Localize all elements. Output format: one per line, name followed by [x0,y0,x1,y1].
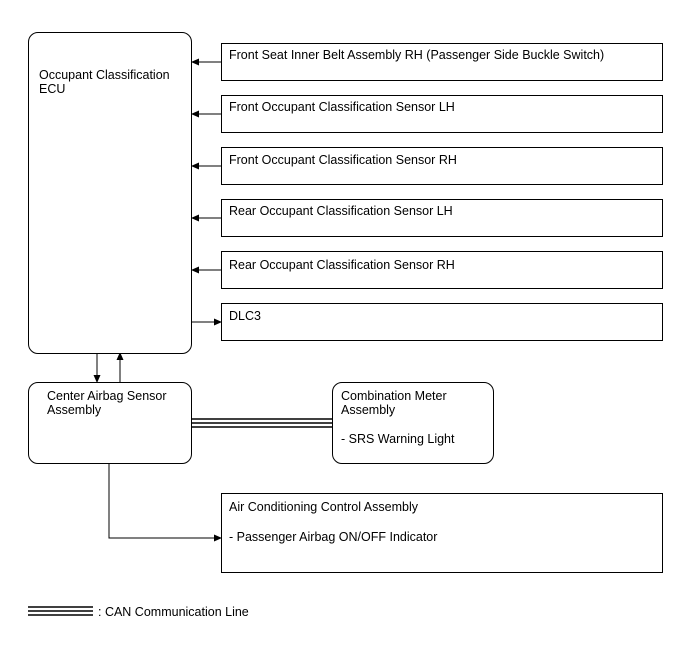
front-seat-belt-label: Front Seat Inner Belt Assembly RH (Passe… [229,48,605,62]
center-airbag-sensor-label: Center Airbag Sensor Assembly [47,389,167,417]
rear-sensor-rh-box [221,251,663,289]
occupant-classification-ecu [28,32,192,354]
rear-sensor-rh-label: Rear Occupant Classification Sensor RH [229,258,455,272]
front-sensor-lh-label: Front Occupant Classification Sensor LH [229,100,455,114]
front-sensor-rh-box [221,147,663,185]
front-sensor-rh-label: Front Occupant Classification Sensor RH [229,153,457,167]
front-sensor-lh-box [221,95,663,133]
legend-text: : CAN Communication Line [98,605,249,619]
ecu-label: Occupant Classification ECU [39,68,170,96]
arrow-center-to-aircon [108,464,222,542]
dlc3-box [221,303,663,341]
combination-meter-label: Combination Meter Assembly [341,389,447,417]
legend-can-symbol [28,606,93,616]
air-conditioning-label: Air Conditioning Control Assembly [229,500,418,514]
rear-sensor-lh-box [221,199,663,237]
dlc3-label: DLC3 [229,309,261,323]
air-conditioning-box [221,493,663,573]
combination-meter-box [332,382,494,464]
center-airbag-sensor-box [28,382,192,464]
srs-warning-light-label: - SRS Warning Light [341,432,455,446]
passenger-airbag-indicator-label: - Passenger Airbag ON/OFF Indicator [229,530,438,544]
front-seat-belt-box [221,43,663,81]
rear-sensor-lh-label: Rear Occupant Classification Sensor LH [229,204,453,218]
can-line [192,418,332,428]
